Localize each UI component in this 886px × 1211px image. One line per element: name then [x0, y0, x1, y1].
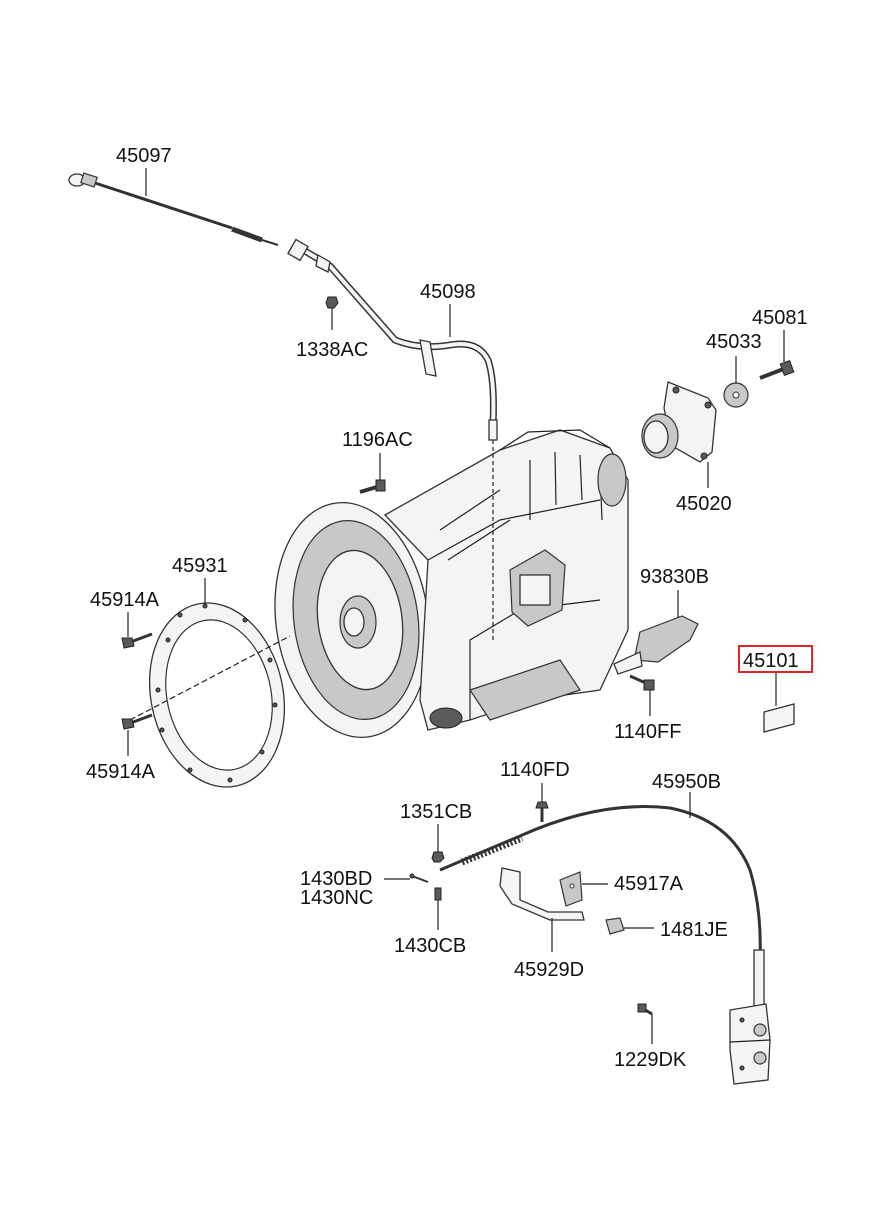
label-45931[interactable]: 45931: [172, 555, 228, 577]
label-1140FD[interactable]: 1140FD: [500, 759, 570, 781]
gasket-alignment: [129, 635, 291, 721]
switch-93830B[interactable]: [613, 615, 699, 675]
label-1430CB[interactable]: 1430CB: [394, 935, 466, 957]
clip-1430CB[interactable]: [434, 887, 442, 901]
label-plate-45101[interactable]: [763, 703, 795, 733]
label-1338AC[interactable]: 1338AC: [296, 339, 368, 361]
bolt-1229DK[interactable]: [637, 1003, 653, 1016]
gasket-45931[interactable]: [133, 590, 301, 799]
label-45097[interactable]: 45097: [116, 145, 172, 167]
label-45020[interactable]: 45020: [676, 493, 732, 515]
label-1430NC[interactable]: 1430NC: [300, 887, 373, 909]
transmission-assembly[interactable]: [260, 429, 629, 747]
label-45098[interactable]: 45098: [420, 281, 476, 303]
label-1229DK[interactable]: 1229DK: [614, 1049, 687, 1071]
bracket-45929D[interactable]: [499, 867, 585, 921]
label-45101[interactable]: 45101: [743, 650, 799, 672]
bolt-45081[interactable]: [759, 360, 795, 380]
bolt-45914A-bottom[interactable]: [121, 713, 153, 730]
bolt-1196AC[interactable]: [359, 479, 386, 494]
bolt-1140FD[interactable]: [535, 801, 549, 822]
nut-1338AC[interactable]: [325, 296, 339, 309]
label-45929D[interactable]: 45929D: [514, 959, 584, 981]
label-1481JE[interactable]: 1481JE: [660, 919, 728, 941]
label-1430BD[interactable]: 1430BD: [300, 868, 372, 890]
dipstick-45097[interactable]: [68, 172, 279, 246]
clip-1481JE[interactable]: [605, 917, 625, 935]
filler-tube-45098[interactable]: [287, 238, 498, 441]
label-45033[interactable]: 45033: [706, 331, 762, 353]
label-1196AC[interactable]: 1196AC: [342, 429, 413, 451]
bolt-1140FF[interactable]: [629, 674, 655, 691]
highlight-box-45101: [738, 645, 813, 673]
label-45081[interactable]: 45081: [752, 307, 808, 329]
bolt-45914A-top[interactable]: [121, 632, 153, 649]
label-93830B[interactable]: 93830B: [640, 566, 709, 588]
nut-1351CB[interactable]: [431, 851, 445, 863]
label-45917A[interactable]: 45917A: [614, 873, 684, 895]
label-1351CB[interactable]: 1351CB: [400, 801, 472, 823]
pin-1430BD[interactable]: [409, 873, 429, 883]
shift-cable-45950B[interactable]: [439, 805, 771, 1085]
label-45950B[interactable]: 45950B: [652, 771, 721, 793]
flange-45020[interactable]: [641, 381, 717, 463]
bracket-45917A[interactable]: [559, 871, 583, 907]
washer-45033[interactable]: [723, 382, 749, 408]
label-45914A-top[interactable]: 45914A: [90, 589, 160, 611]
label-1140FF[interactable]: 1140FF: [614, 721, 681, 743]
label-45914A-bottom[interactable]: 45914A: [86, 761, 156, 783]
